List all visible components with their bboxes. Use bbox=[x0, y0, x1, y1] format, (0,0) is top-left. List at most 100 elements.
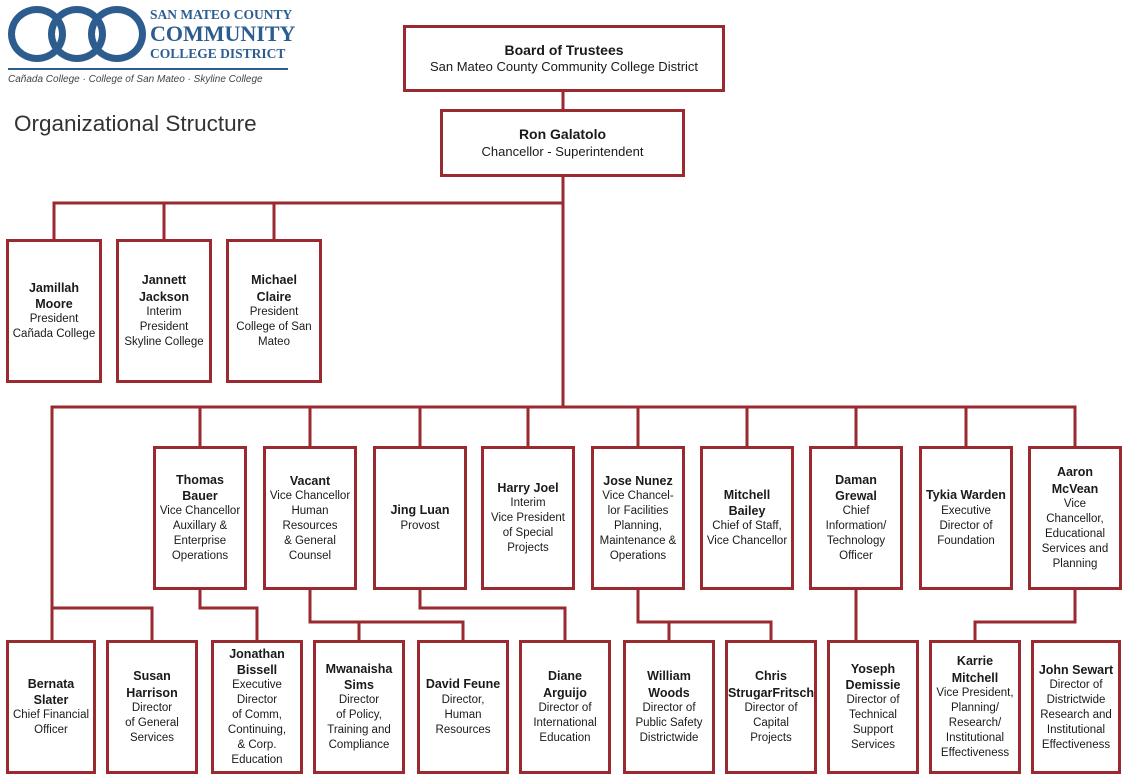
position-title: Education bbox=[231, 754, 283, 767]
position-title: Officer bbox=[839, 550, 873, 563]
person-name: McVean bbox=[1051, 481, 1099, 496]
position-title: San Mateo County Community College Distr… bbox=[429, 59, 699, 75]
person-name: Diane bbox=[547, 669, 583, 684]
position-title: Foundation bbox=[937, 534, 995, 547]
person-name: Bailey bbox=[728, 504, 766, 519]
position-title: President bbox=[249, 305, 299, 318]
person-name: Sims bbox=[344, 678, 374, 693]
position-title: Education bbox=[539, 731, 591, 744]
position-title: Educational bbox=[1044, 527, 1106, 540]
position-title: of Policy, bbox=[336, 709, 382, 722]
position-title: Director bbox=[131, 701, 173, 714]
position-title: Resources bbox=[435, 723, 491, 736]
logo-rule bbox=[8, 68, 288, 70]
position-title: Officer bbox=[34, 724, 68, 737]
position-title: Research/ bbox=[948, 716, 1002, 729]
position-title: Vice President, bbox=[936, 686, 1014, 699]
position-title: Operations bbox=[609, 549, 667, 562]
person-name: Michael Claire bbox=[251, 273, 297, 304]
person-name: StrugarFritsch bbox=[727, 685, 815, 700]
position-title: Information/ bbox=[825, 520, 887, 533]
logo-rings-icon bbox=[8, 6, 146, 62]
position-title: Human bbox=[291, 504, 329, 517]
position-title: of Comm, bbox=[232, 709, 282, 722]
person-name: Jing Luan bbox=[390, 503, 450, 518]
person-name: Harry Joel bbox=[497, 481, 559, 495]
person-name: Jackson bbox=[138, 289, 190, 304]
position-title: Executive bbox=[941, 504, 991, 517]
position-title: Director, bbox=[441, 693, 485, 706]
position-title: Interim bbox=[510, 497, 546, 510]
position-title: Director of bbox=[642, 701, 696, 714]
position-title: Compliance bbox=[328, 739, 390, 752]
position-title: Maintenance & bbox=[599, 534, 677, 547]
person-name: Vacant bbox=[289, 473, 331, 488]
position-title: Director of bbox=[744, 701, 798, 714]
position-title: Research and bbox=[1040, 708, 1112, 721]
person-name: Mwanaisha bbox=[325, 661, 393, 676]
position-title: Vice Chancellor bbox=[269, 489, 351, 502]
position-title: Planning/ bbox=[951, 701, 999, 714]
position-title: President bbox=[139, 320, 189, 333]
position-title: Director bbox=[338, 694, 380, 707]
position-title: Cañada College bbox=[12, 328, 96, 341]
position-title: Interim bbox=[146, 305, 182, 318]
person-name: Aaron bbox=[1056, 465, 1094, 480]
position-title: Chancellor - Superintendent bbox=[481, 143, 644, 159]
position-title: Support bbox=[852, 724, 894, 737]
position-title: Director of bbox=[1049, 678, 1103, 691]
position-title: Director bbox=[236, 694, 278, 707]
position-title: Effectiveness bbox=[940, 746, 1010, 759]
position-title: of Special bbox=[502, 527, 554, 540]
person-name: Board of Trustees bbox=[504, 41, 624, 58]
position-title: Projects bbox=[507, 542, 549, 555]
person-name: Jannett bbox=[141, 273, 187, 288]
logo-line-1: SAN MATEO COUNTY bbox=[150, 7, 293, 22]
person-name: Woods bbox=[648, 685, 690, 700]
position-title: Director of bbox=[939, 519, 993, 532]
person-name: Slater bbox=[33, 693, 69, 708]
logo-line-3: COLLEGE DISTRICT bbox=[150, 46, 286, 61]
person-name: David Feune bbox=[425, 677, 501, 692]
logo-line-2: COMMUNITY bbox=[150, 21, 296, 46]
person-name: Daman bbox=[835, 472, 877, 487]
person-name: Ron Galatolo bbox=[518, 126, 607, 143]
position-title: Counsel bbox=[288, 549, 332, 562]
position-title: Technical bbox=[849, 709, 897, 722]
person-name: Tykia Warden bbox=[926, 488, 1006, 503]
person-name: Bauer bbox=[182, 489, 218, 504]
position-title: President bbox=[29, 313, 79, 326]
person-name: Yoseph bbox=[850, 661, 896, 676]
position-title: lor Facilities bbox=[607, 504, 669, 517]
position-title: Chief bbox=[842, 505, 870, 518]
position-title: Director of bbox=[538, 701, 592, 714]
position-title: College of San bbox=[236, 320, 312, 333]
position-title: Vice Chancel- bbox=[602, 489, 674, 502]
position-title: Technology bbox=[826, 535, 886, 548]
person-name: Mitchell bbox=[951, 670, 999, 685]
person-name: Mitchell bbox=[723, 487, 771, 502]
person-name: Jamillah bbox=[28, 280, 80, 295]
position-title: & Corp. bbox=[237, 739, 277, 752]
position-title: Provost bbox=[400, 519, 440, 532]
position-title: Chief Financial bbox=[12, 709, 90, 722]
position-title: Resources bbox=[282, 519, 338, 532]
